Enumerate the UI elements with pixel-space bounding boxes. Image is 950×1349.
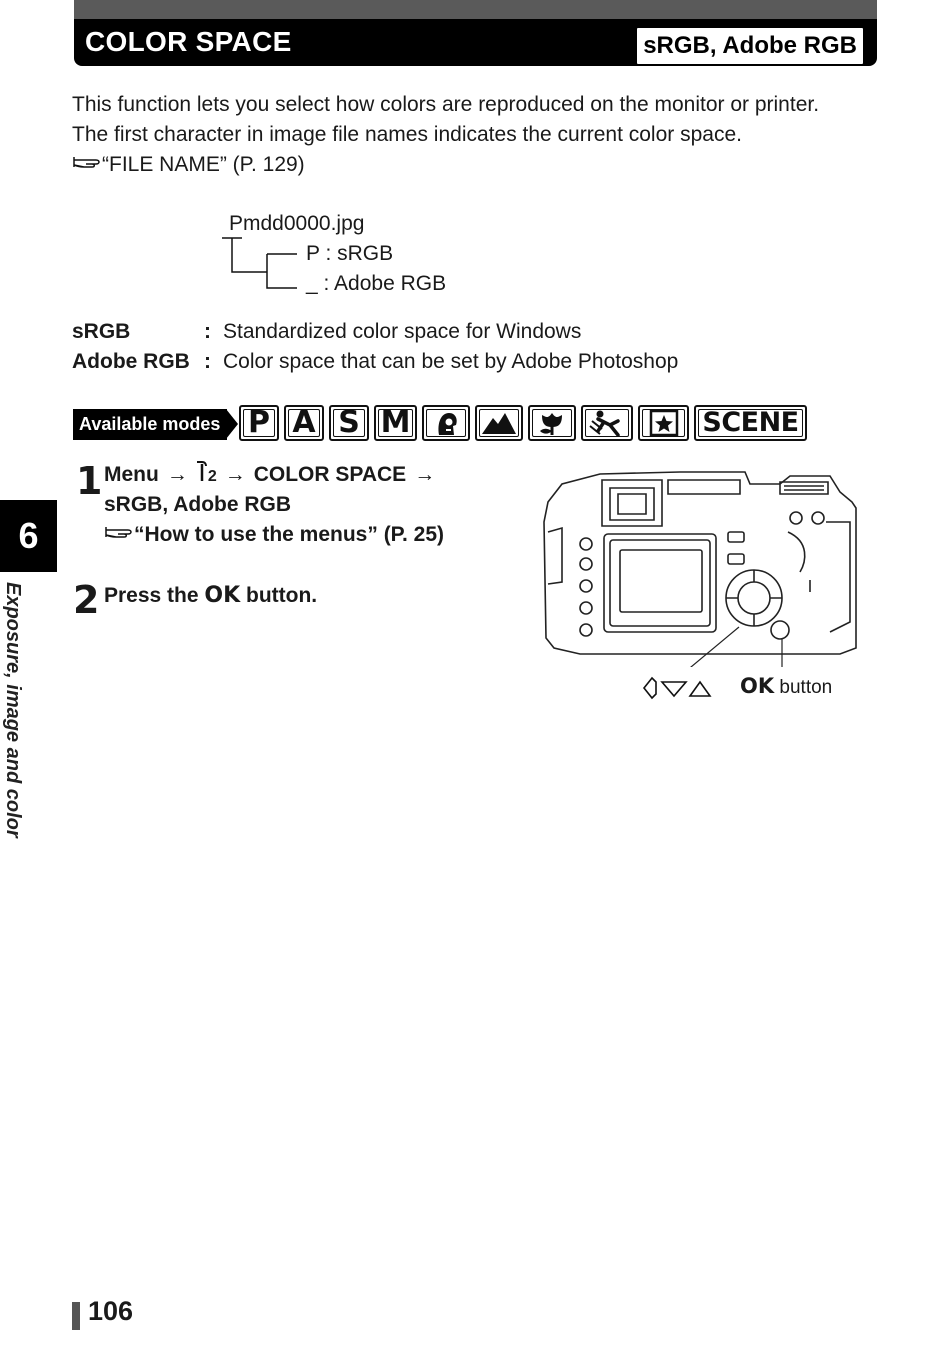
arrow-right-icon: → (414, 463, 436, 487)
arrow-pad-icon (642, 676, 712, 700)
ok-symbol: OK (204, 583, 241, 608)
page-number-bar (72, 1302, 80, 1330)
setup-menu-tab-number: 2 (207, 468, 217, 486)
ok-symbol: OK (740, 674, 775, 698)
landscape-icon (475, 405, 523, 441)
page-title: COLOR SPACE (85, 26, 292, 57)
portrait-icon (422, 405, 470, 441)
intro-reference-text: “FILE NAME” (P. 129) (102, 153, 305, 176)
camera-labels: OK button (640, 672, 870, 702)
pointing-hand-icon (104, 520, 134, 550)
step-2-text: Press the OK button. (104, 581, 317, 611)
definition-description: Color space that can be set by Adobe Pho… (223, 350, 679, 373)
filename-option-srgb: P : sRGB (306, 242, 394, 265)
definition-colon: : (204, 350, 211, 373)
mode-a-icon: A (284, 405, 324, 441)
definition-term: Adobe RGB (72, 350, 190, 373)
ok-button-text: button (779, 677, 833, 698)
step-1-options: sRGB, Adobe RGB (104, 493, 292, 516)
sports-icon (581, 405, 633, 441)
mode-m-icon: M (374, 405, 417, 441)
step-2-post: button. (246, 584, 318, 607)
filename-diagram: Pmdd0000.jpg P : sRGB _ : Adobe RGB (200, 210, 600, 305)
page-number: 106 (88, 1296, 134, 1326)
ok-button-label: OK button (740, 674, 832, 699)
definition-row: Adobe RGB : Color space that can be set … (72, 347, 678, 377)
step-1-number: 1 (76, 459, 103, 503)
title-tag: sRGB, Adobe RGB (636, 27, 864, 65)
pointing-hand-icon (72, 150, 102, 180)
filename-diagram-lines (222, 237, 297, 289)
chapter-name: Exposure, image and color (2, 582, 24, 838)
intro-line-2: The first character in image file names … (72, 123, 742, 146)
camera-back-illustration (540, 462, 870, 673)
definition-description: Standardized color space for Windows (223, 320, 582, 343)
chapter-tab: 6 (0, 500, 57, 572)
definitions-list: sRGB : Standardized color space for Wind… (72, 317, 678, 377)
title-bar-top-strip (74, 0, 877, 19)
definition-colon: : (204, 320, 211, 343)
available-modes-label: Available modes (73, 409, 227, 440)
step-2-pre: Press the (104, 584, 199, 607)
intro-paragraph: This function lets you select how colors… (72, 90, 902, 180)
arrow-right-icon: → (224, 463, 246, 487)
available-modes-arrow (226, 409, 238, 439)
step-1-reference-text: “How to use the menus” (P. 25) (134, 523, 445, 546)
title-bar: COLOR SPACE sRGB, Adobe RGB (74, 0, 877, 66)
filename-option-adobe: _ : Adobe RGB (306, 272, 447, 295)
intro-reference: “FILE NAME” (P. 129) (72, 150, 902, 180)
arrow-right-icon: → (166, 463, 188, 487)
filename-example: Pmdd0000.jpg (229, 212, 365, 235)
definition-term: sRGB (72, 320, 131, 343)
definition-row: sRGB : Standardized color space for Wind… (72, 317, 678, 347)
scene-mode-icon: SCENE (694, 405, 807, 441)
setup-menu-icon (196, 460, 208, 491)
step-1-line-1: Menu → 2 → COLOR SPACE → (104, 460, 443, 492)
step-1-item: COLOR SPACE (253, 463, 407, 487)
mode-p-icon: P (239, 405, 279, 441)
macro-icon (528, 405, 576, 441)
mode-s-icon: S (329, 405, 369, 441)
step-1-menu: Menu (104, 463, 159, 487)
night-portrait-icon (638, 405, 689, 441)
step-1-reference: “How to use the menus” (P. 25) (104, 520, 444, 550)
step-2-number: 2 (73, 578, 100, 622)
intro-line-1: This function lets you select how colors… (72, 93, 820, 116)
